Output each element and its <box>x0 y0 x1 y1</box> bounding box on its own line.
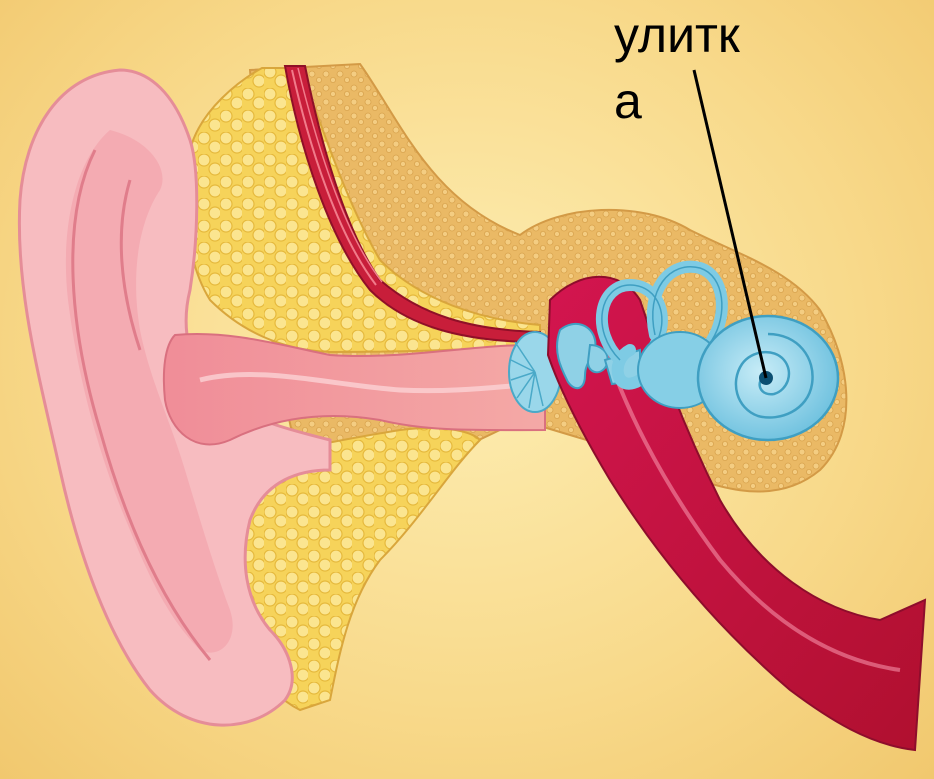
cochlea <box>698 316 838 440</box>
cochlea-label: улитк а <box>614 2 774 134</box>
